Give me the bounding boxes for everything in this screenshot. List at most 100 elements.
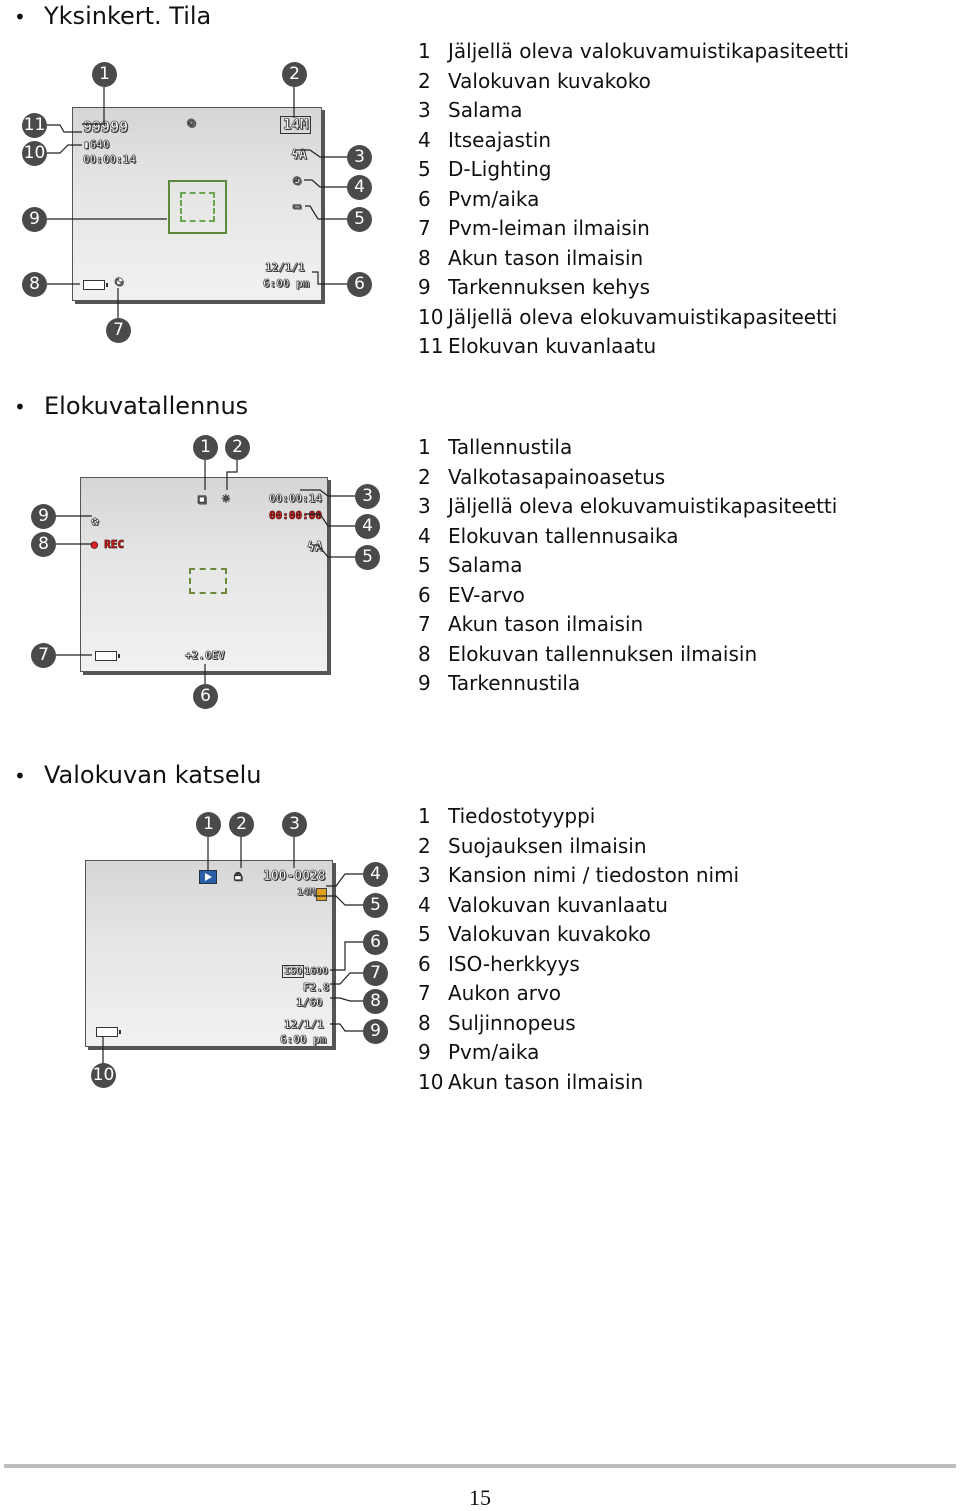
legend-label: Suojauksen ilmaisin <box>448 833 647 858</box>
leader-line <box>300 489 355 497</box>
legend-label: Valokuvan kuvanlaatu <box>448 892 668 917</box>
callout-9: 9 <box>31 504 56 529</box>
callout-4: 4 <box>347 175 372 200</box>
movie-recording-time: 00:00:00 <box>269 509 323 523</box>
legend-num: 11 <box>418 334 444 358</box>
focus-frame-inner <box>180 192 215 222</box>
legend-num: 1 <box>418 435 431 459</box>
legend-label: Elokuvan tallennusaika <box>448 523 679 548</box>
time: 6:00 pm <box>263 277 310 291</box>
legend-num: 2 <box>418 833 431 858</box>
movie-quality-value: 640 <box>89 138 110 152</box>
callout-4: 4 <box>355 514 380 539</box>
focus-frame <box>189 568 227 594</box>
ev-value: +2.0EV <box>185 649 225 663</box>
iso-label: ISO <box>282 965 305 978</box>
legend-num: 2 <box>418 464 431 489</box>
legend-label: Pvm/aika <box>448 186 540 211</box>
callout-7: 7 <box>31 643 56 668</box>
callout-6: 6 <box>347 272 372 297</box>
bullet: • <box>14 5 26 29</box>
legend-label: Kansion nimi / tiedoston nimi <box>448 863 740 887</box>
legend-num: 8 <box>418 641 431 666</box>
play-icon <box>205 873 212 881</box>
callout-7: 7 <box>106 318 131 343</box>
legend-num: 7 <box>418 216 431 240</box>
legend-label: Aukon arvo <box>448 981 562 1005</box>
legend-num: 4 <box>418 892 431 917</box>
legend-num: 5 <box>418 553 431 577</box>
flash-auto-icon: ϟA <box>291 148 307 164</box>
callout-3: 3 <box>347 145 372 170</box>
focus-frame <box>168 180 227 234</box>
callout-9: 9 <box>22 207 47 232</box>
battery-icon <box>96 1027 121 1037</box>
legend-label: Pvm-leiman ilmaisin <box>448 216 650 240</box>
file-name: 100-0028 <box>263 869 326 885</box>
callout-1: 1 <box>196 812 221 837</box>
callout-5: 5 <box>347 207 372 232</box>
leader-line <box>47 124 82 133</box>
leader-line <box>306 513 355 527</box>
legend-num: 10 <box>418 304 444 329</box>
legend-label: Jäljellä oleva valokuvamuistikapasiteett… <box>448 39 850 63</box>
legend-num: 7 <box>418 981 431 1005</box>
legend-label: Elokuvan tallennuksen ilmaisin <box>448 641 758 666</box>
flash-auto-icon: ϟA <box>307 540 323 556</box>
callout-2: 2 <box>282 62 307 87</box>
legend-label: Tarkennuksen kehys <box>448 275 651 299</box>
leader-line <box>226 460 238 490</box>
leader-line <box>330 972 363 985</box>
callout-5: 5 <box>363 893 388 918</box>
legend-label: Tarkennustila <box>448 671 581 695</box>
legend-num: 5 <box>418 922 431 946</box>
callout-8: 8 <box>363 989 388 1014</box>
section-title-text: Elokuvatallennus <box>44 392 249 420</box>
leader-line <box>314 895 363 906</box>
legend-item: 7 Akun tason ilmaisin <box>418 610 837 640</box>
leader-line <box>326 873 363 887</box>
legend-num: 7 <box>418 612 431 636</box>
footer-rule <box>4 1464 956 1468</box>
leader-line <box>296 149 347 158</box>
section-title-text: Valokuvan katselu <box>44 761 262 789</box>
callout-7: 7 <box>363 961 388 986</box>
legend-num: 2 <box>418 68 431 93</box>
legend-label: Itseajastin <box>448 127 552 152</box>
leader-line <box>312 271 347 285</box>
legend-label: Akun tason ilmaisin <box>448 612 644 636</box>
iso-value: 1600 <box>304 966 329 978</box>
page-number: 15 <box>469 1485 491 1510</box>
image-size: 14M <box>280 116 312 134</box>
legend-num: 4 <box>418 523 431 548</box>
rec-label: REC <box>104 538 125 552</box>
callout-4: 4 <box>363 862 388 887</box>
image-size: 14M <box>297 887 316 899</box>
section-title-movie-recording: •Elokuvatallennus <box>14 392 248 420</box>
legend-label: D-Lighting <box>448 157 552 181</box>
bullet: • <box>14 764 26 788</box>
legend-num: 8 <box>418 1010 431 1035</box>
legend-num: 6 <box>418 582 431 607</box>
legend-num: 6 <box>418 951 431 976</box>
callout-2: 2 <box>229 812 254 837</box>
leader-line <box>304 179 347 188</box>
leader-line <box>330 1023 363 1032</box>
legend-label: Valokuvan kuvakoko <box>448 68 651 93</box>
legend-label: Jäljellä oleva elokuvamuistikapasiteetti <box>448 494 838 518</box>
